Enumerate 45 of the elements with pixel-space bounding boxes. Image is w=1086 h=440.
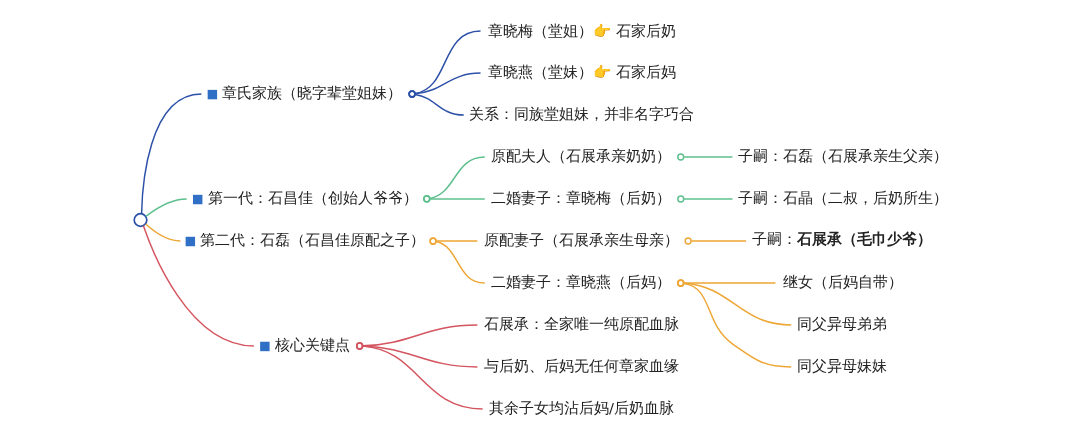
connector <box>422 156 485 203</box>
node-text: 其余子女均沾后妈/后奶血脉 <box>488 399 674 417</box>
connector <box>428 237 485 284</box>
connector <box>683 237 747 245</box>
connector <box>407 72 481 98</box>
connector <box>407 30 481 98</box>
node-text: 二婚妻子：章晓梅（后奶） <box>490 189 671 207</box>
connector <box>355 342 483 410</box>
connector <box>142 225 255 347</box>
connector <box>355 324 478 350</box>
node-text: 章晓燕（堂妹）👉 石家后妈 <box>487 63 676 81</box>
node-label: 核心关键点 <box>274 336 350 354</box>
connector <box>676 279 776 287</box>
node-box <box>207 89 217 100</box>
connector <box>676 279 792 368</box>
node-box <box>192 194 202 205</box>
node-text: 章晓梅（堂姐）👉 石家后奶 <box>487 21 676 39</box>
connector <box>676 153 733 161</box>
connector <box>355 342 478 368</box>
connector <box>140 93 202 215</box>
node-text: 原配夫人（石展承亲奶奶） <box>490 147 671 165</box>
connector <box>676 279 792 326</box>
node-circle <box>132 212 148 228</box>
node-text: 同父异母弟弟 <box>796 315 887 333</box>
node-text: 子嗣：石展承（毛巾少爷） <box>751 230 932 248</box>
connector <box>676 195 733 203</box>
node-label: 第一代：石昌佳（创始人爷爷） <box>207 189 418 207</box>
connector <box>144 198 187 218</box>
node-text: 子嗣：石晶（二叔，后奶所生） <box>737 189 948 207</box>
connector <box>422 195 485 203</box>
node-label: 第二代：石磊（石昌佳原配之子） <box>199 231 425 249</box>
node-text: 石展承：全家唯一纯原配血脉 <box>483 315 679 333</box>
node-text: 二婚妻子：章晓燕（后妈） <box>490 273 671 291</box>
node-text: 继女（后妈自带） <box>782 273 903 291</box>
node-text: 子嗣：石磊（石展承亲生父亲） <box>737 147 948 165</box>
connector <box>428 237 478 245</box>
connector <box>407 90 464 116</box>
node-text: 原配妻子（石展承亲生母亲） <box>483 231 679 249</box>
node-text: 关系：同族堂姐妹，并非名字巧合 <box>468 105 694 123</box>
node-text: 同父异母妹妹 <box>796 357 887 375</box>
node-box <box>185 236 195 247</box>
node-text: 与后奶、后妈无任何章家血缘 <box>483 357 679 375</box>
connector <box>144 223 181 242</box>
node-box <box>259 341 270 352</box>
node-label: 章氏家族（晓字辈堂姐妹） <box>221 84 402 102</box>
